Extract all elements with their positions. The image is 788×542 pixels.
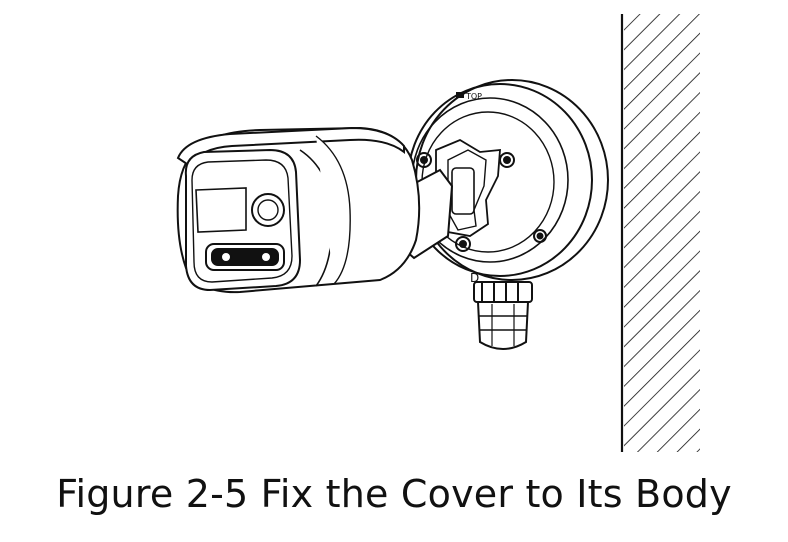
figure-caption: Figure 2-5 Fix the Cover to Its Body (56, 472, 732, 516)
junction-box: TOP D (407, 79, 609, 285)
wall (620, 14, 700, 452)
svg-text:TOP: TOP (465, 92, 482, 101)
camera-mounting-illustration: TOP D (176, 14, 700, 452)
cable-gland (473, 281, 533, 350)
svg-text:D: D (470, 271, 479, 285)
camera-body (176, 126, 421, 294)
